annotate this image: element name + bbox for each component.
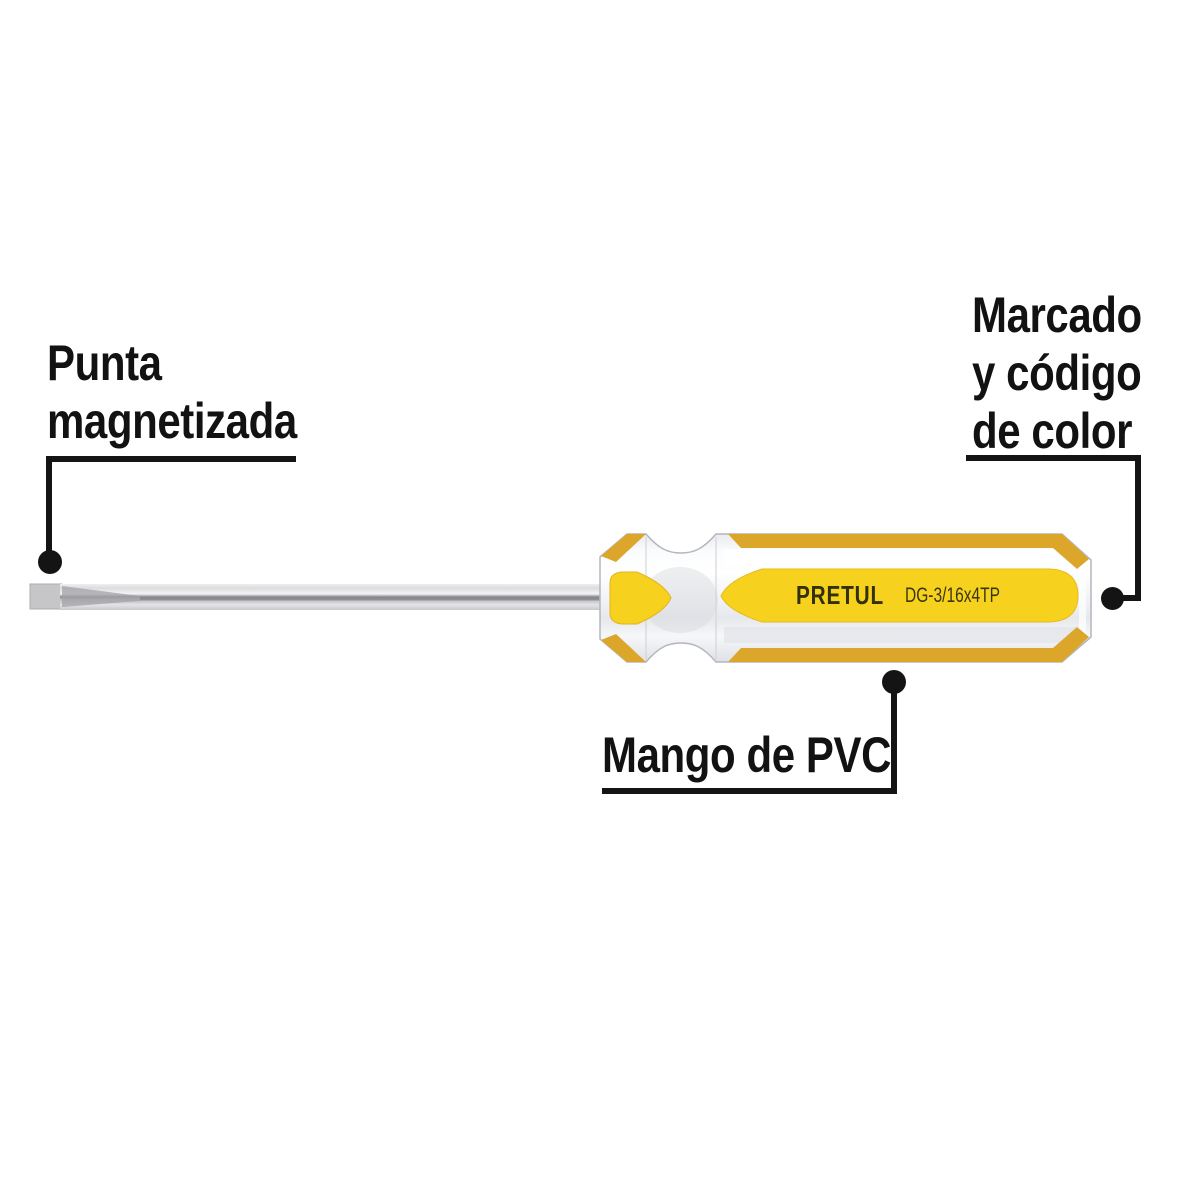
marking-callout-underline — [966, 455, 1141, 461]
brand-panel — [720, 568, 1079, 623]
handle-callout-leader — [891, 682, 897, 794]
handle-front-cap — [609, 571, 672, 625]
brand-text: PRETUL — [796, 580, 884, 610]
handle-lower-shading — [724, 627, 1076, 643]
marking-label-line3: de color — [972, 403, 1133, 459]
handle-label-text: Mango de PVC — [602, 727, 891, 783]
shaft-center-shading — [140, 597, 615, 601]
tip-label-line1: Punta — [47, 335, 162, 391]
bell-accent-top — [601, 534, 646, 562]
model-text: DG-3/16x4TP — [905, 584, 1000, 607]
handle-stripe-bottom — [728, 627, 1089, 662]
marking-callout-label: Marcado y código de color — [972, 286, 1142, 460]
tip-callout-label: Punta magnetizada — [47, 334, 297, 450]
marking-callout-leader-vertical — [1135, 455, 1141, 601]
tip-label-line2: magnetizada — [47, 393, 297, 449]
blade-transition-wedge — [62, 586, 140, 607]
bell-accent-bottom — [601, 634, 646, 662]
neck-shading — [642, 567, 718, 633]
handle-callout-underline — [602, 788, 897, 794]
marking-label-line2: y código — [972, 345, 1142, 401]
marking-callout-leader-stub — [1112, 595, 1141, 601]
marking-label-line1: Marcado — [972, 287, 1142, 343]
marking-callout-dot — [1101, 587, 1124, 610]
handle-top-highlight — [724, 549, 1076, 566]
handle-end-highlight — [1079, 562, 1086, 634]
tip-callout-underline — [46, 456, 296, 462]
handle-callout-label: Mango de PVC — [602, 726, 891, 784]
screwdriver-flat-tip — [29, 583, 63, 610]
handle-stripe-top — [728, 534, 1089, 569]
tip-callout-dot — [38, 550, 62, 574]
tip-callout-leader — [46, 456, 52, 554]
